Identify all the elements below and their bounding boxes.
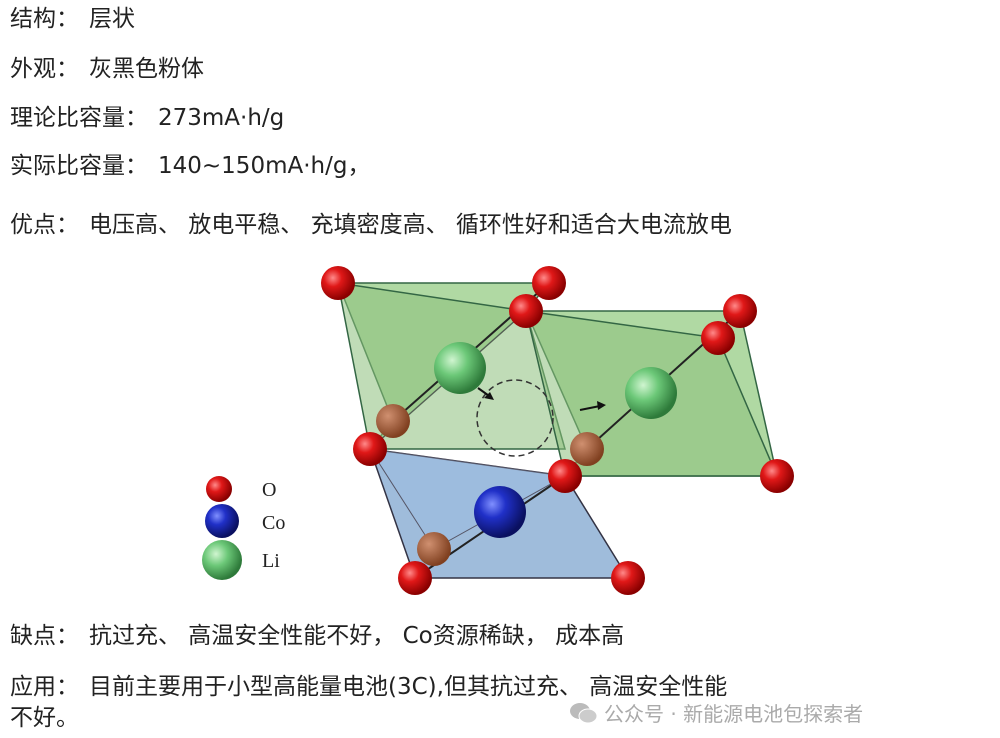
row-label: 实际比容量： [10,153,148,179]
row-value: 140~150mA·h/g， [158,153,371,179]
atoms [321,266,794,595]
row-label: 缺点： [10,623,79,649]
legend-swatch-co [205,504,239,538]
row-label: 结构： [10,6,79,32]
vacancy-dashed-circle [476,379,554,457]
row-value: 抗过充、 高温安全性能不好， Co资源稀缺， 成本高 [89,623,625,649]
row-label: 优点： [10,212,79,238]
legend-label-li: Li [262,550,280,572]
row-value: 273mA·h/g [158,105,285,131]
advantages-row: 优点： 电压高、 放电平稳、 充填密度高、 循环性好和适合大电流放电 [10,210,732,240]
watermark: 公众号 · 新能源电池包探索者 [568,698,863,727]
arrow-icon [579,405,601,411]
legend-swatch-li [202,540,242,580]
actual-capacity-row: 实际比容量： 140~150mA·h/g， [10,151,370,181]
theoretical-capacity-row: 理论比容量： 273mA·h/g [10,103,284,133]
watermark-text: 公众号 · 新能源电池包探索者 [604,702,864,726]
application-row-continued: 不好。 [10,703,79,733]
row-value: 目前主要用于小型高能量电池(3C),但其抗过充、 高温安全性能 [89,674,728,700]
row-label: 应用： [10,674,79,700]
row-label: 理论比容量： [10,105,148,131]
appearance-row: 外观： 灰黑色粉体 [10,54,204,84]
row-value: 灰黑色粉体 [89,56,204,82]
wechat-icon [570,702,598,723]
row-value: 不好。 [10,705,79,731]
legend-label-o: O [262,479,276,501]
application-row: 应用： 目前主要用于小型高能量电池(3C),但其抗过充、 高温安全性能 [10,672,727,702]
row-label: 外观： [10,56,79,82]
legend-swatch-o [206,476,232,502]
row-value: 层状 [89,6,135,32]
disadvantages-row: 缺点： 抗过充、 高温安全性能不好， Co资源稀缺， 成本高 [10,621,624,651]
row-value: 电压高、 放电平稳、 充填密度高、 循环性好和适合大电流放电 [89,212,732,238]
legend: O Co Li [202,476,285,580]
legend-label-co: Co [262,512,285,534]
structure-row: 结构： 层状 [10,4,135,34]
